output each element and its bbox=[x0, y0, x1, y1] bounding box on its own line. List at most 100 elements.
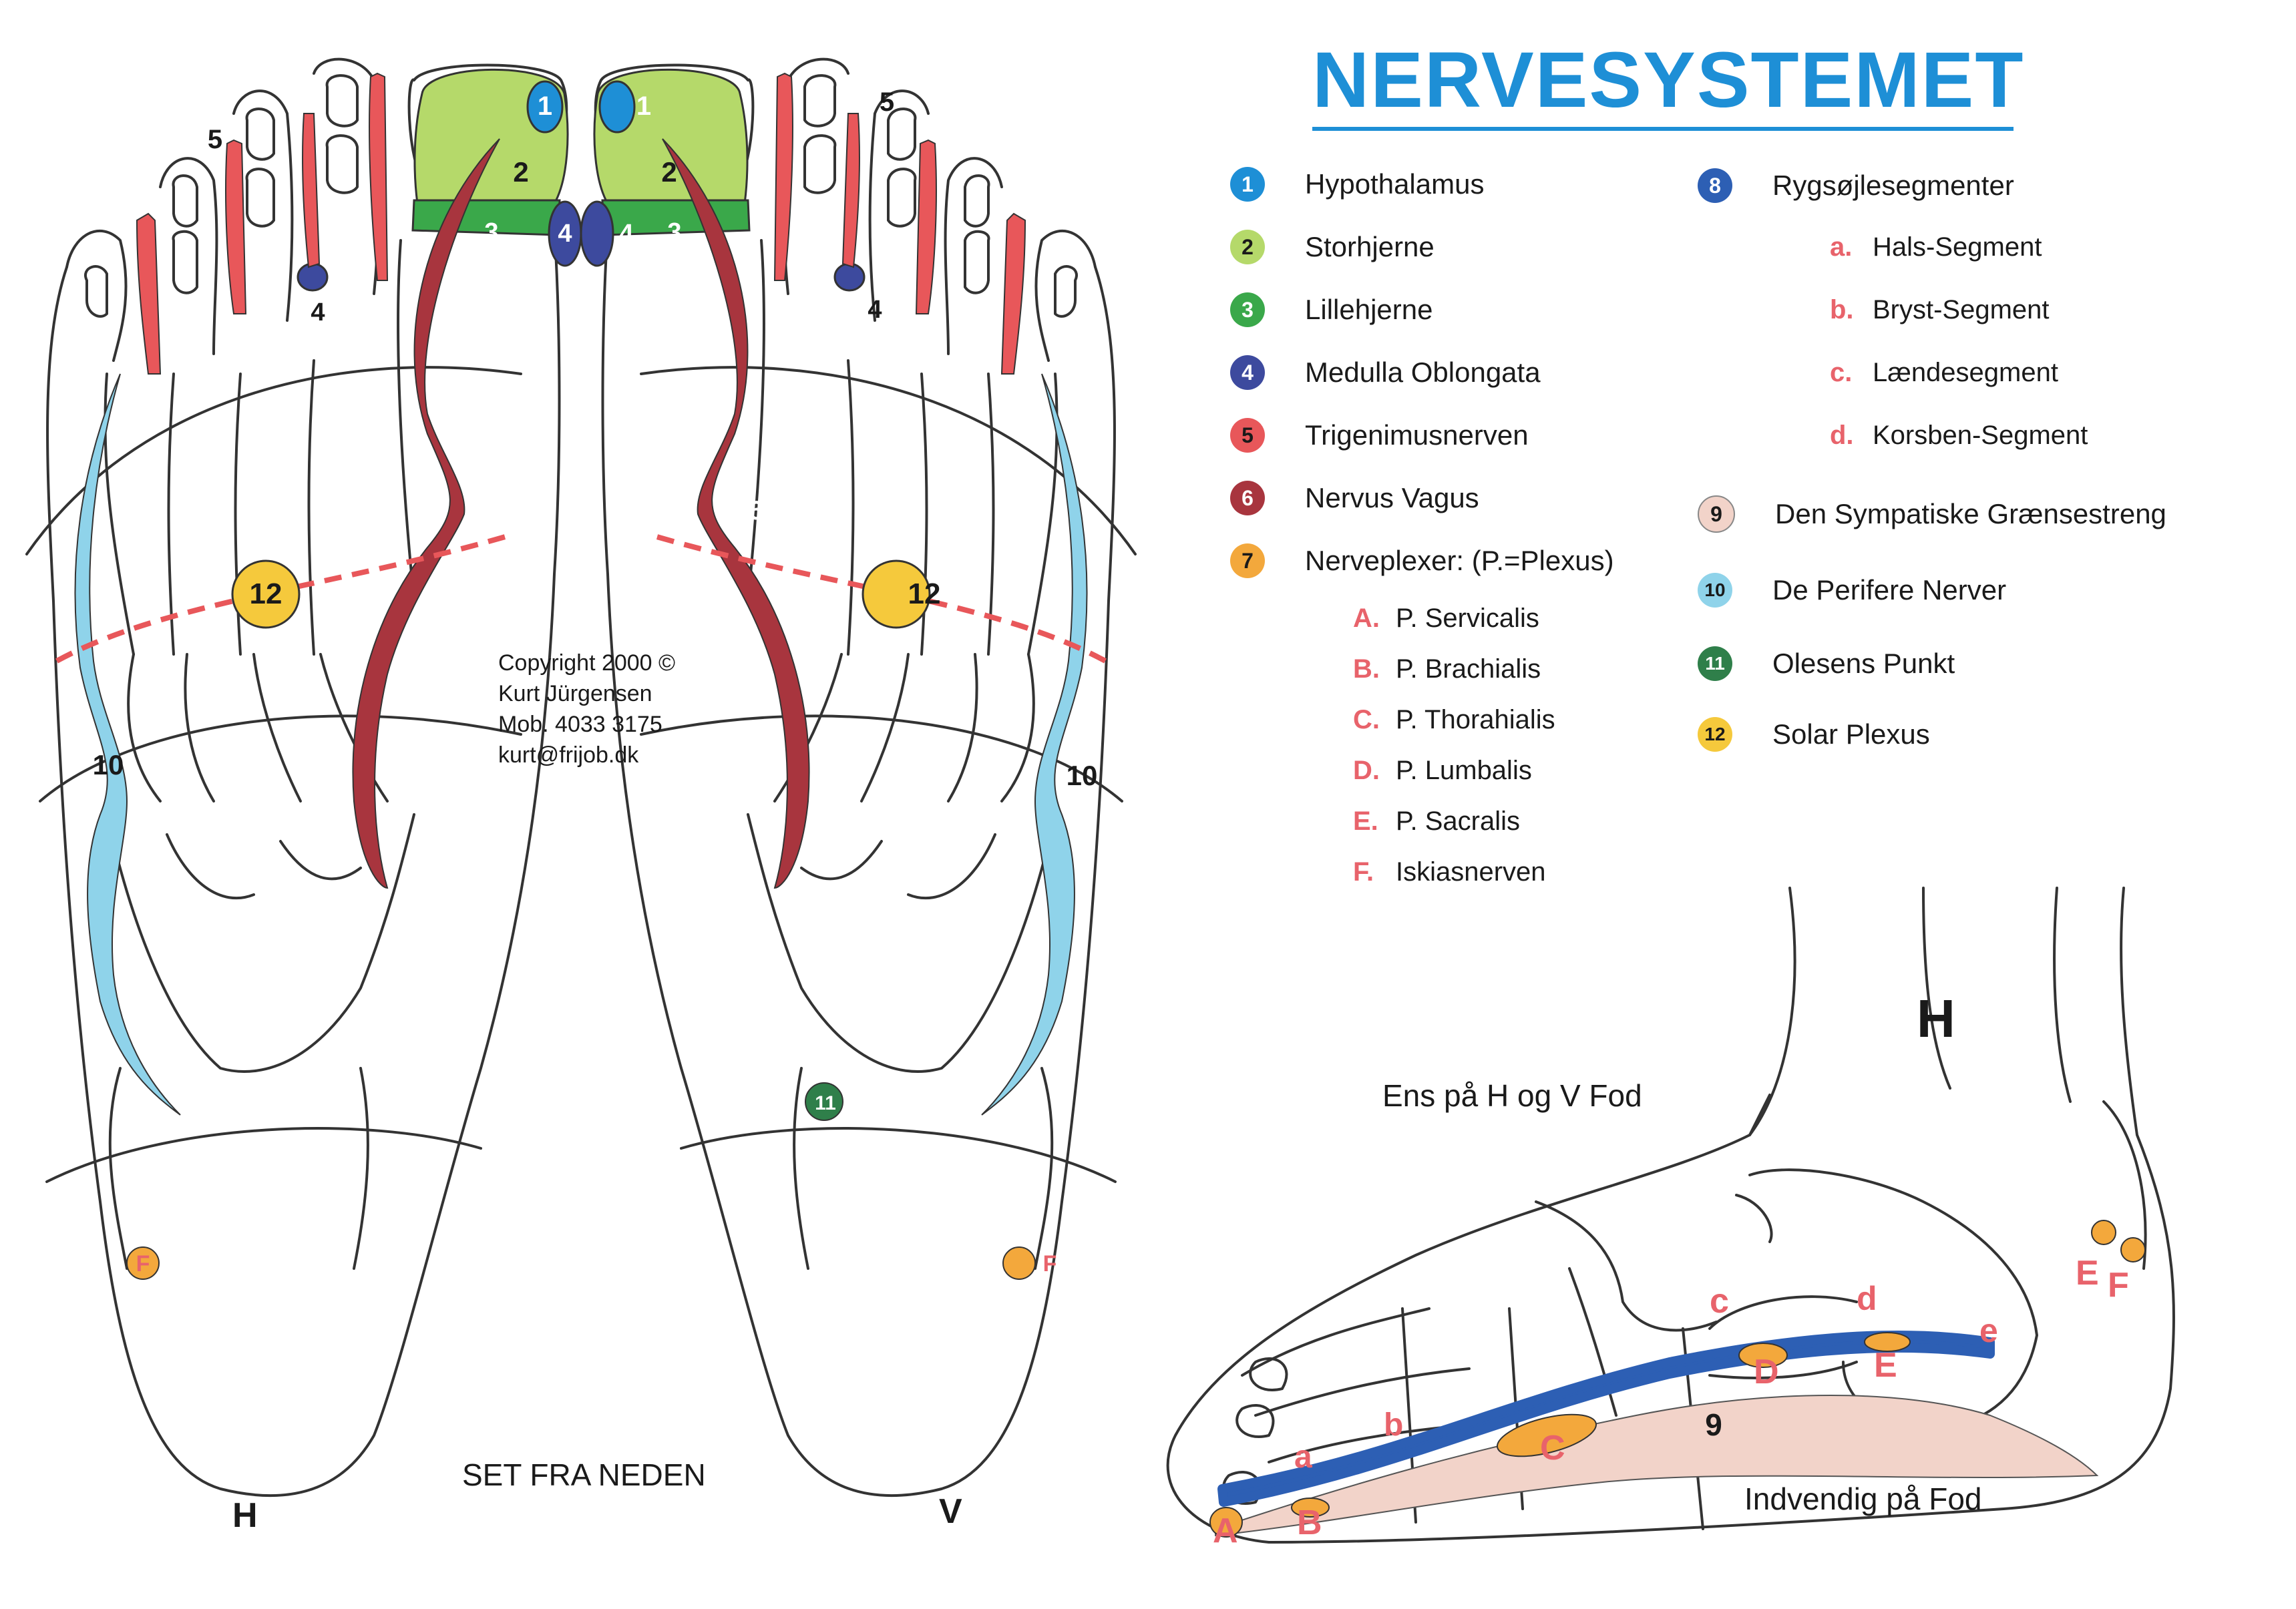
plexus-item-A: A.P. Servicalis bbox=[1353, 604, 1539, 633]
foot-number-labels: 1 2 3 4 4 5 6 10 12 F 1 2 3 4 4 5 6 10 1… bbox=[93, 87, 1722, 1442]
side-label-9: 9 bbox=[1705, 1407, 1722, 1442]
left-label-2: 2 bbox=[513, 156, 528, 188]
side-letter-labels: a b c d e A B C D E E F bbox=[1213, 1254, 2129, 1550]
side-iskias-1 bbox=[2091, 1220, 2116, 1245]
plexus-item-D: D.P. Lumbalis bbox=[1353, 756, 1532, 785]
side-plexus-E bbox=[1864, 1332, 1911, 1352]
legend-item-1: 1 Hypothalamus bbox=[1230, 167, 1484, 202]
right-label-F: F bbox=[1043, 1251, 1057, 1277]
copyright-line2: Kurt Jürgensen bbox=[498, 681, 652, 706]
left-trigenimus bbox=[136, 72, 389, 375]
left-label-3: 3 bbox=[484, 218, 498, 246]
side-spine bbox=[1217, 1331, 1995, 1507]
legend-item-3: 3 Lillehjerne bbox=[1230, 292, 1432, 327]
legend-item-10: 10 De Perifere Nerver bbox=[1698, 573, 2006, 608]
left-vagus bbox=[352, 138, 500, 889]
left-perifere bbox=[74, 373, 181, 1116]
legend-label-1: Hypothalamus bbox=[1305, 168, 1485, 200]
left-solar-plexus bbox=[231, 559, 301, 629]
legend-label-9: Den Sympatiske Grænsestreng bbox=[1775, 498, 2166, 529]
side-letter-E2: E bbox=[2076, 1254, 2099, 1293]
side-letter-e: e bbox=[1979, 1312, 1998, 1349]
legend-badge-10: 10 bbox=[1698, 573, 1732, 608]
left-label-12: 12 bbox=[250, 578, 282, 610]
right-label-4: 4 bbox=[619, 220, 633, 248]
side-letter-D: D bbox=[1754, 1353, 1779, 1391]
legend-badge-8: 8 bbox=[1698, 168, 1732, 203]
copyright-block: Copyright 2000 © Kurt Jürgensen Mob. 403… bbox=[498, 648, 675, 770]
side-plexus-A bbox=[1209, 1507, 1243, 1538]
left-medulla-small bbox=[297, 262, 329, 292]
side-plexus-B bbox=[1291, 1498, 1330, 1518]
side-letter-c: c bbox=[1710, 1282, 1729, 1321]
legend-label-4: Medulla Oblongata bbox=[1305, 357, 1541, 388]
legend-badge-7: 7 bbox=[1230, 543, 1265, 578]
legend-badge-4: 4 bbox=[1230, 355, 1265, 390]
caption-side-h: H bbox=[1917, 989, 1955, 1048]
right-label-4b: 4 bbox=[868, 296, 882, 324]
side-letter-E: E bbox=[1874, 1346, 1897, 1385]
copyright-line1: Copyright 2000 © bbox=[498, 650, 676, 676]
legend-item-5: 5 Trigenimusnerven bbox=[1230, 418, 1529, 453]
left-iskias bbox=[126, 1246, 160, 1280]
legend-label-11: Olesens Punkt bbox=[1772, 648, 1955, 679]
legend-label-7: Nerveplexer: (P.=Plexus) bbox=[1305, 545, 1614, 576]
right-label-3: 3 bbox=[667, 218, 681, 246]
legend-item-11: 11 Olesens Punkt bbox=[1698, 646, 1955, 681]
plexus-item-F: F.Iskiasnerven bbox=[1353, 857, 1546, 887]
plexus-item-C: C.P. Thorahialis bbox=[1353, 705, 1555, 734]
legend-badge-5: 5 bbox=[1230, 418, 1265, 453]
side-letter-a: a bbox=[1294, 1439, 1312, 1475]
legend-badge-12: 12 bbox=[1698, 717, 1732, 752]
legend-item-12: 12 Solar Plexus bbox=[1698, 717, 1930, 752]
spine-item-c: c.Lændesegment bbox=[1830, 358, 2058, 387]
side-letter-B: B bbox=[1297, 1504, 1322, 1542]
spine-item-b: b.Bryst-Segment bbox=[1830, 295, 2050, 324]
copyright-line4: kurt@frijob.dk bbox=[498, 742, 639, 768]
caption-ens: Ens på H og V Fod bbox=[1382, 1078, 1642, 1113]
legend-item-8: 8 Rygsøjlesegmenter bbox=[1698, 168, 2014, 203]
side-iskias-2 bbox=[2120, 1237, 2146, 1262]
legend-badge-9: 9 bbox=[1698, 495, 1735, 533]
legend-item-9: 9 Den Sympatiske Grænsestreng bbox=[1698, 495, 2166, 533]
side-foot-overlays bbox=[1209, 1220, 2146, 1538]
caption-foot-v: V bbox=[939, 1492, 962, 1531]
right-label-5: 5 bbox=[880, 87, 894, 117]
legend-label-3: Lillehjerne bbox=[1305, 294, 1433, 325]
left-hypothalamus bbox=[526, 80, 564, 134]
caption-indvendig: Indvendig på Fod bbox=[1744, 1481, 1982, 1516]
left-label-10: 10 bbox=[93, 749, 124, 780]
right-label-1: 1 bbox=[636, 91, 651, 121]
plexus-item-E: E.P. Sacralis bbox=[1353, 807, 1521, 836]
side-letter-F: F bbox=[2108, 1266, 2129, 1305]
left-label-1: 1 bbox=[538, 91, 552, 121]
legend-badge-2: 2 bbox=[1230, 230, 1265, 264]
legend-label-10: De Perifere Nerver bbox=[1772, 574, 2007, 606]
side-letter-b: b bbox=[1384, 1407, 1403, 1443]
legend-label-5: Trigenimusnerven bbox=[1305, 419, 1529, 451]
left-foot-outline bbox=[25, 57, 568, 1498]
spine-item-a: a.Hals-Segment bbox=[1830, 232, 2042, 262]
right-label-11: 11 bbox=[815, 1092, 836, 1114]
legend-label-2: Storhjerne bbox=[1305, 231, 1434, 262]
page-title: NERVESYSTEMET bbox=[1312, 33, 2023, 131]
side-plexus-D bbox=[1738, 1343, 1788, 1368]
side-letter-A: A bbox=[1213, 1512, 1238, 1550]
legend-label-6: Nervus Vagus bbox=[1305, 482, 1479, 513]
legend-badge-1: 1 bbox=[1230, 167, 1265, 202]
plexus-item-B: B.P. Brachialis bbox=[1353, 654, 1541, 684]
right-label-12: 12 bbox=[908, 578, 941, 610]
legend-badge-11: 11 bbox=[1698, 646, 1732, 681]
legend-item-6: 6 Nervus Vagus bbox=[1230, 481, 1479, 515]
legend-item-4: 4 Medulla Oblongata bbox=[1230, 355, 1541, 390]
right-label-10: 10 bbox=[1067, 760, 1098, 791]
side-letter-C: C bbox=[1540, 1429, 1565, 1467]
legend-item-7: 7 Nerveplexer: (P.=Plexus) bbox=[1230, 543, 1614, 578]
side-letter-d: d bbox=[1857, 1280, 1877, 1317]
left-label-5: 5 bbox=[208, 125, 222, 154]
right-foot-overlays bbox=[580, 68, 1107, 1280]
side-plexus-C bbox=[1496, 1413, 1597, 1457]
right-label-2: 2 bbox=[661, 156, 677, 188]
left-label-4: 4 bbox=[558, 220, 572, 248]
